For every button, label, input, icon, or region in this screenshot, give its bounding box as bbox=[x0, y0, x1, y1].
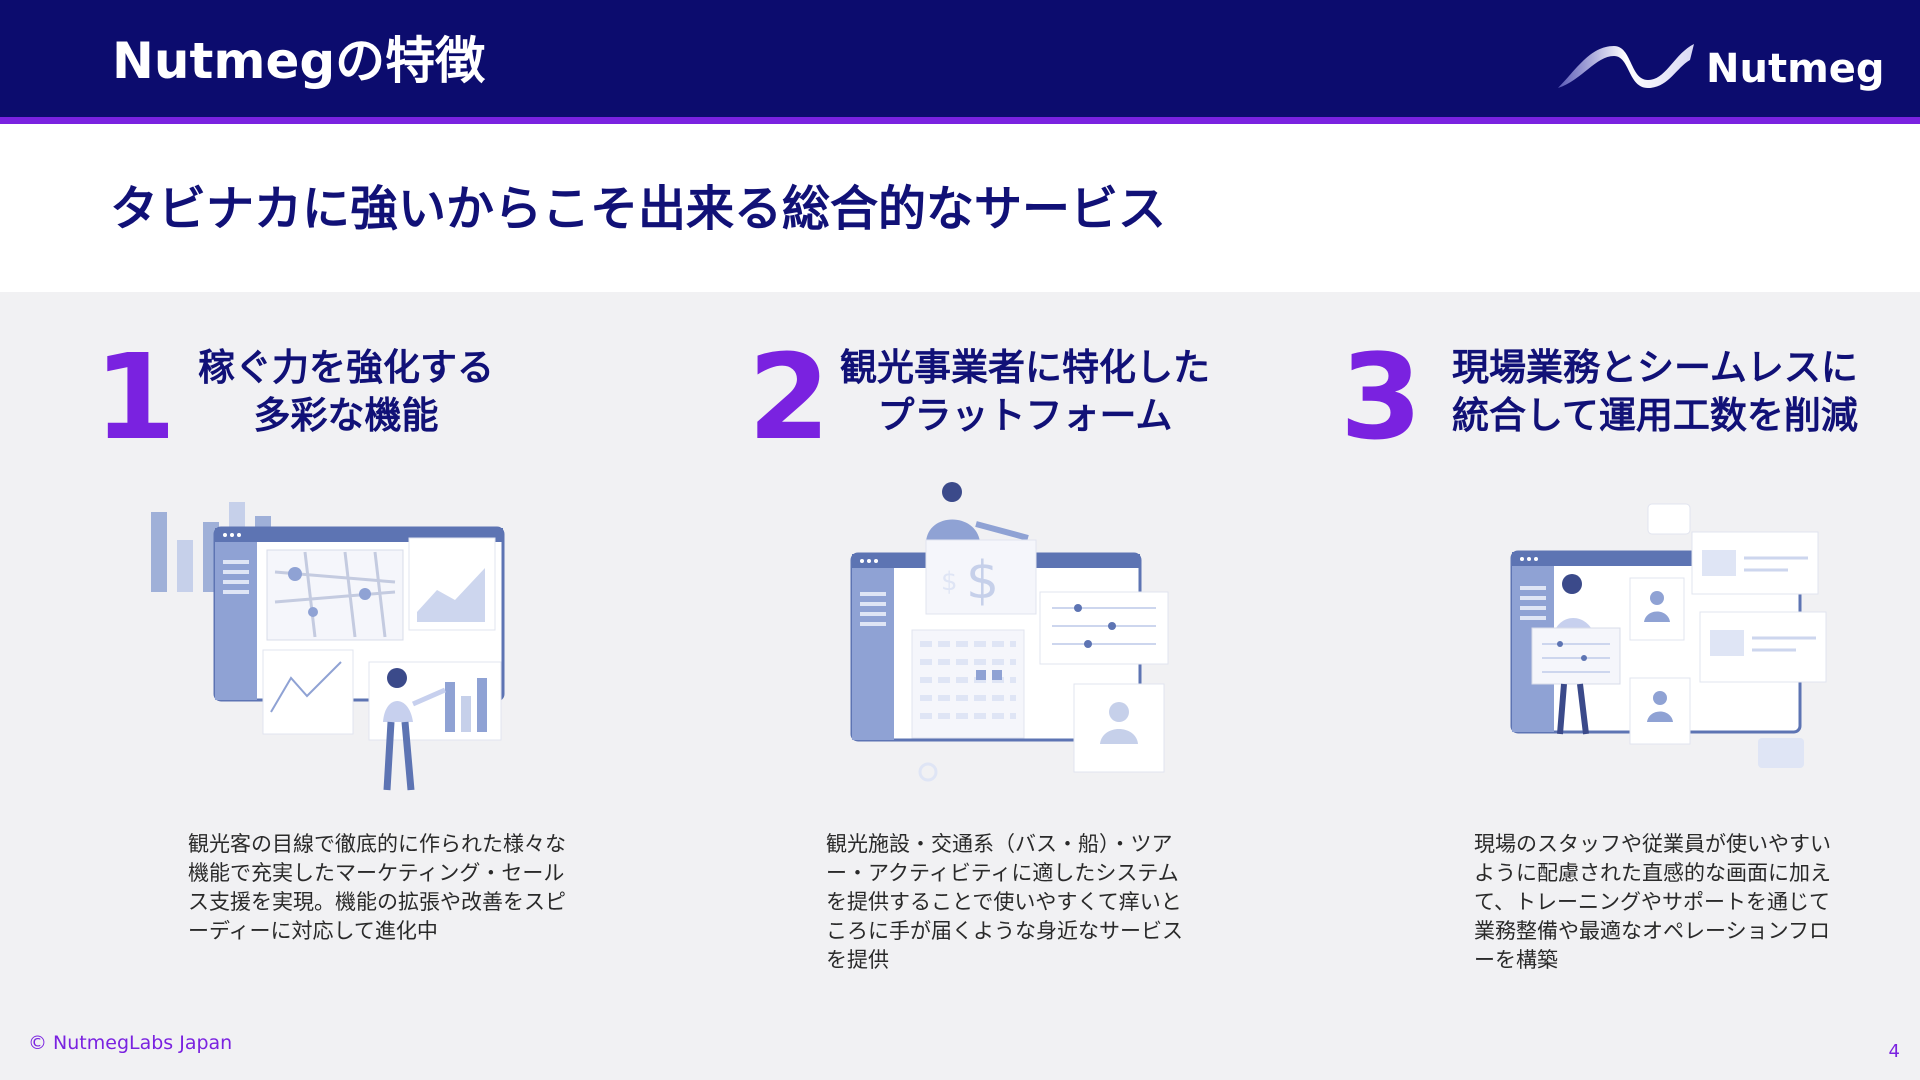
feature-heading-line: 現場業務とシームレスに bbox=[1452, 346, 1858, 389]
feature-heading: 観光事業者に特化した プラットフォーム bbox=[830, 344, 1220, 440]
feature-heading-line: 統合して運用工数を削減 bbox=[1452, 394, 1858, 437]
svg-text:$: $ bbox=[941, 567, 958, 597]
page-number: 4 bbox=[1888, 1041, 1900, 1062]
operations-workflow-illustration-icon bbox=[1510, 503, 1827, 768]
header-accent-bar bbox=[0, 117, 1920, 124]
feature-heading-line: プラットフォーム bbox=[877, 394, 1173, 437]
feature-column-3: 3 現場業務とシームレスに 統合して運用工数を削減 現場のスタッフ bbox=[1332, 292, 1920, 1012]
booking-platform-illustration-icon: $ $ bbox=[850, 482, 1169, 782]
copyright-text: © NutmegLabs Japan bbox=[28, 1032, 233, 1054]
page-title: Nutmegの特徴 bbox=[112, 32, 486, 90]
logo: Nutmeg bbox=[1556, 40, 1885, 96]
svg-text:$: $ bbox=[966, 551, 999, 611]
feature-number: 2 bbox=[748, 328, 831, 466]
feature-heading-line: 稼ぐ力を強化する bbox=[198, 346, 494, 389]
feature-number: 3 bbox=[1340, 328, 1423, 466]
subtitle-band: タビナカに強いからこそ出来る総合的なサービス bbox=[0, 124, 1920, 292]
feature-number: 1 bbox=[94, 328, 177, 466]
slide-subtitle: タビナカに強いからこそ出来る総合的なサービス bbox=[110, 181, 1167, 237]
feature-description: 現場のスタッフや従業員が使いやすいように配慮された直感的な画面に加えて、トレーニ… bbox=[1474, 832, 1831, 972]
logo-text: Nutmeg bbox=[1706, 46, 1885, 92]
feature-column-2: 2 観光事業者に特化した プラットフォーム $ $ 観光施設・交通系（バス・船）… bbox=[740, 292, 1340, 1012]
feature-description: 観光客の目線で徹底的に作られた様々な機能で充実したマーケティング・セールス支援を… bbox=[188, 832, 566, 943]
feature-description: 観光施設・交通系（バス・船）・ツアー・アクティビティに適したシステムを提供するこ… bbox=[826, 832, 1183, 972]
feature-heading: 現場業務とシームレスに 統合して運用工数を削減 bbox=[1440, 344, 1870, 440]
feature-heading: 稼ぐ力を強化する 多彩な機能 bbox=[186, 344, 506, 440]
feature-heading-line: 観光事業者に特化した bbox=[840, 346, 1210, 389]
feature-column-1: 1 稼ぐ力を強化する 多彩な機能 観光客の目線で徹底的に bbox=[90, 292, 690, 1012]
nutmeg-wave-logo-icon bbox=[1558, 44, 1694, 88]
header: Nutmegの特徴 Nutmeg bbox=[0, 0, 1920, 117]
feature-heading-line: 多彩な機能 bbox=[253, 394, 439, 437]
marketing-dashboard-illustration-icon bbox=[151, 502, 505, 791]
